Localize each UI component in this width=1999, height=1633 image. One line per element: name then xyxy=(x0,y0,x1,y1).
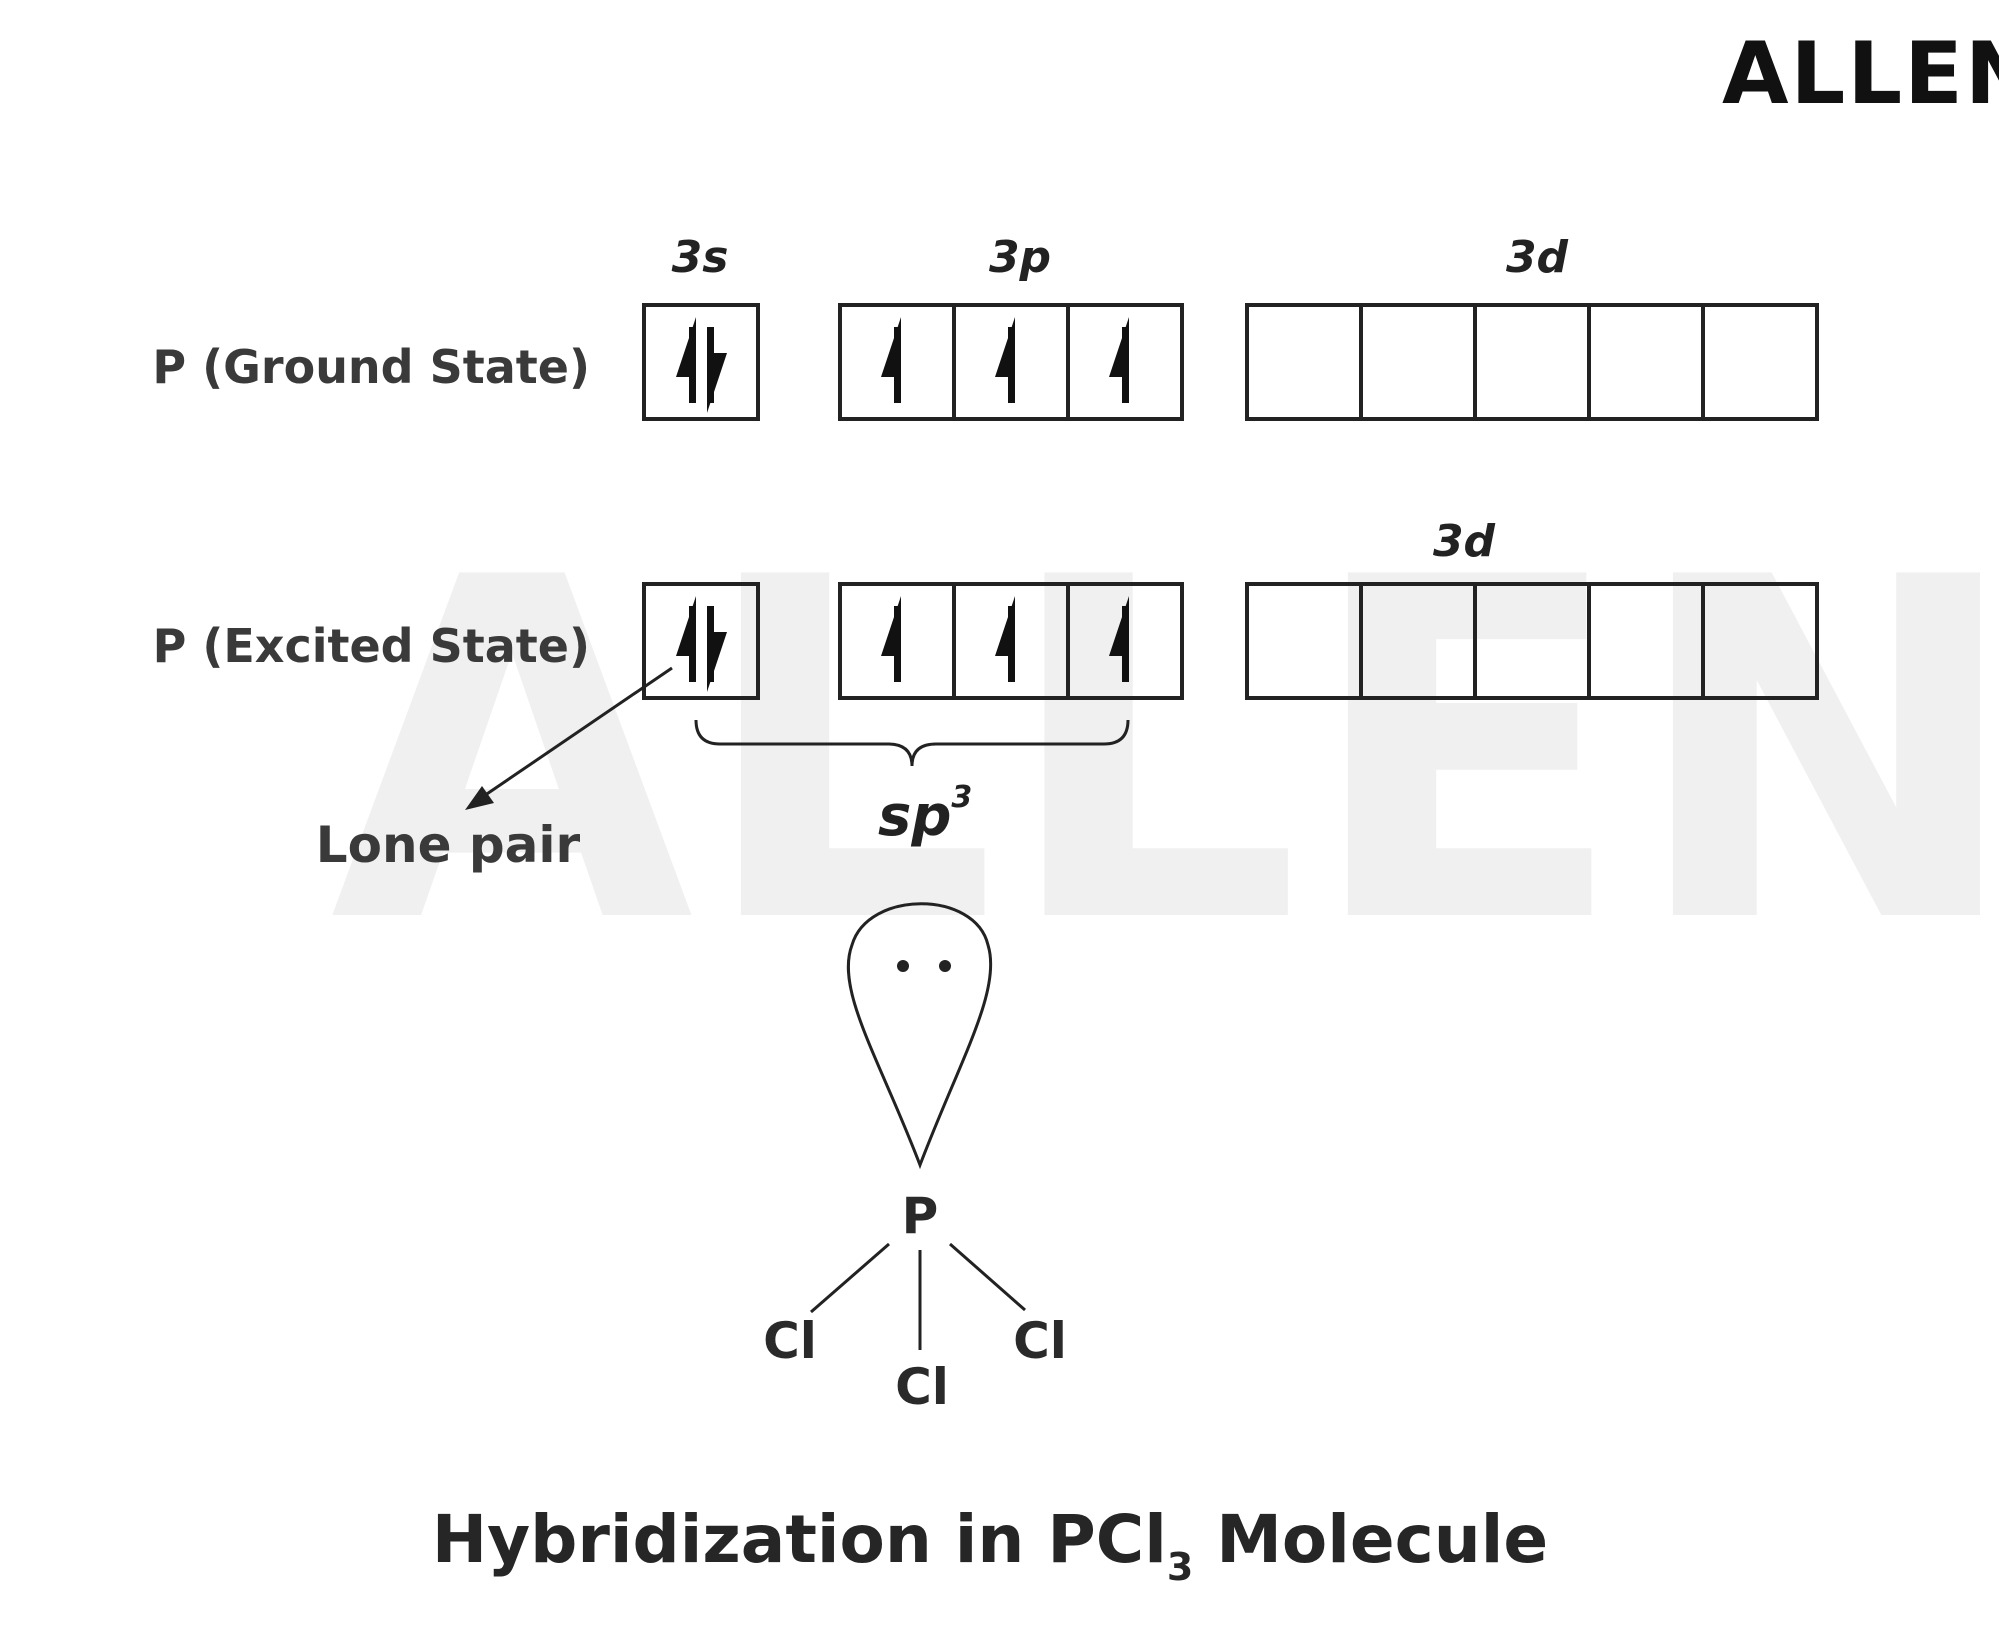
excited-p-orbital-box-3 xyxy=(1066,582,1184,700)
label-3p: 3p xyxy=(989,232,1051,283)
ground-s-orbital-box-1 xyxy=(642,303,760,421)
ground-p2-electron-up-head xyxy=(995,317,1015,377)
bond-left xyxy=(810,1242,890,1314)
sp3-brace xyxy=(694,719,1130,767)
excited-state-orbitals xyxy=(642,582,1819,700)
ground-d-orbital-box-4 xyxy=(1587,303,1705,421)
watermark: ALLEN xyxy=(330,479,1999,1026)
sp3-label: sp3 xyxy=(878,780,972,849)
lone-pair-arrow-head xyxy=(465,786,494,810)
ground-d-orbital-box-5 xyxy=(1701,303,1819,421)
ground-d-orbital-box-2 xyxy=(1359,303,1477,421)
label-3d-excited: 3d xyxy=(1433,516,1496,567)
lone-pair-electron-1 xyxy=(897,960,909,972)
ligand-cl-bottom: Cl xyxy=(895,1358,949,1416)
caption: Hybridization in PCl3 Molecule xyxy=(432,1501,1548,1589)
ground-d-orbital-box-1 xyxy=(1245,303,1363,421)
lone-pair-lobe xyxy=(846,902,993,1170)
label-3d-ground: 3d xyxy=(1506,232,1569,283)
central-atom-p: P xyxy=(902,1187,939,1245)
excited-p2-electron-up-head xyxy=(995,596,1015,656)
lone-pair-arrow-line xyxy=(477,666,673,802)
caption-suffix: Molecule xyxy=(1193,1501,1548,1578)
lone-pair-label: Lone pair xyxy=(316,816,581,874)
ground-state-orbitals xyxy=(642,303,1819,421)
sp3-base: sp xyxy=(878,784,951,849)
ground-s1-electron-down-head xyxy=(707,353,727,413)
ground-p-orbital-box-3 xyxy=(1066,303,1184,421)
excited-s1-electron-down-head xyxy=(707,632,727,692)
allen-logo: ALLEN xyxy=(1722,24,1999,124)
ligand-cl-right: Cl xyxy=(1013,1312,1067,1370)
sp3-exponent: 3 xyxy=(951,780,972,815)
ground-state-label: P (Ground State) xyxy=(152,340,590,394)
bond-right xyxy=(949,1242,1026,1312)
ground-p1-electron-up-head xyxy=(881,317,901,377)
excited-d-orbital-box-5 xyxy=(1701,582,1819,700)
ground-s1-electron-up-head xyxy=(676,317,696,377)
label-3s: 3s xyxy=(672,232,729,283)
excited-s1-electron-up-head xyxy=(676,596,696,656)
caption-prefix: Hybridization in PCl xyxy=(432,1501,1167,1578)
ligand-cl-left: Cl xyxy=(763,1312,817,1370)
excited-s-orbital-box-1 xyxy=(642,582,760,700)
lone-pair-electron-2 xyxy=(939,960,951,972)
ground-d-orbital-box-3 xyxy=(1473,303,1591,421)
ground-p3-electron-up-head xyxy=(1109,317,1129,377)
caption-subscript: 3 xyxy=(1167,1545,1193,1589)
excited-p3-electron-up-head xyxy=(1109,596,1129,656)
excited-p1-electron-up-head xyxy=(881,596,901,656)
excited-state-label: P (Excited State) xyxy=(153,619,590,673)
